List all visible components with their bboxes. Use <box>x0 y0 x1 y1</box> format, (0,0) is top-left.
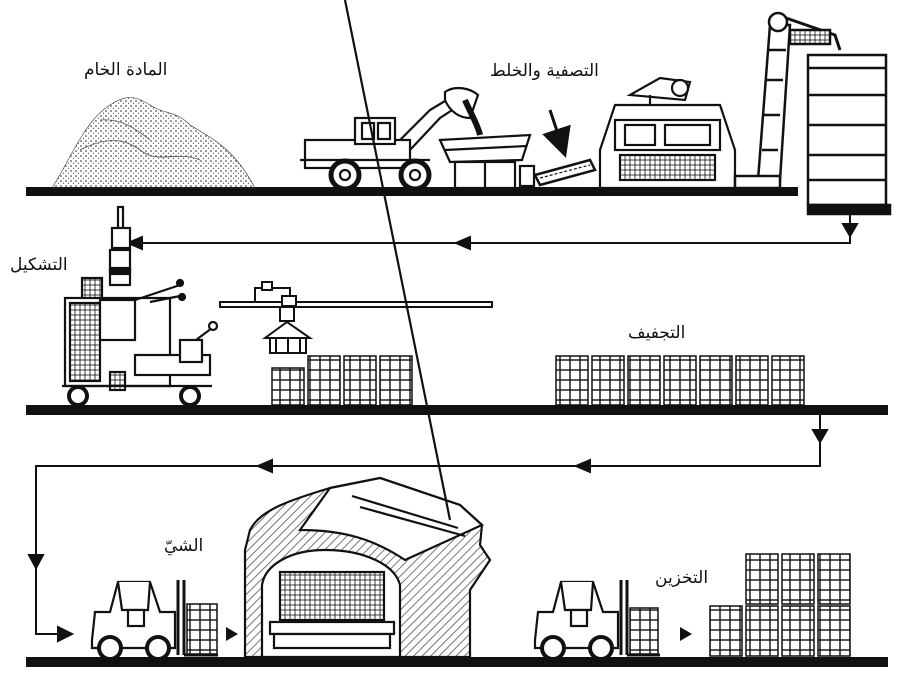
label-drying: التجفيف <box>628 323 686 343</box>
ground-line-row-2 <box>26 405 888 415</box>
drying-brick-stacks <box>555 355 805 406</box>
brick-stack-icon <box>271 355 413 406</box>
ground-line-row-1 <box>26 187 798 196</box>
storage-silo-icon <box>806 53 892 216</box>
forklift-icon <box>533 580 660 661</box>
conveyor-icon <box>533 109 597 187</box>
label-shaping: التشكيل <box>10 255 68 275</box>
flow-arrow-row1-to-row2 <box>125 214 859 251</box>
flow-arrow-row2-to-row3 <box>27 415 829 643</box>
hopper-icon <box>438 133 536 190</box>
tunnel-kiln-icon <box>243 0 492 659</box>
wheel-loader-icon <box>300 86 483 192</box>
label-raw-material: المادة الخام <box>84 60 168 80</box>
bucket-elevator-icon <box>733 11 842 190</box>
mixer-machine-icon <box>598 76 737 190</box>
label-storage: التخزين <box>655 568 709 588</box>
flow-arrow-to-storage <box>680 627 692 641</box>
flow-arrow-to-kiln <box>226 627 238 641</box>
label-firing: الشيّ <box>164 536 204 556</box>
storage-brick-stacks <box>709 553 851 657</box>
brick-stack-icon <box>629 607 659 655</box>
ground-line-row-3 <box>26 657 888 667</box>
brick-press-icon <box>62 205 219 407</box>
dirt-pile-icon <box>51 97 256 189</box>
label-refining-mixing: التصفية والخلط <box>490 61 599 81</box>
gantry-crane-icon <box>219 281 493 354</box>
forklift-icon <box>90 580 218 661</box>
brick-stack-icon <box>186 603 218 655</box>
